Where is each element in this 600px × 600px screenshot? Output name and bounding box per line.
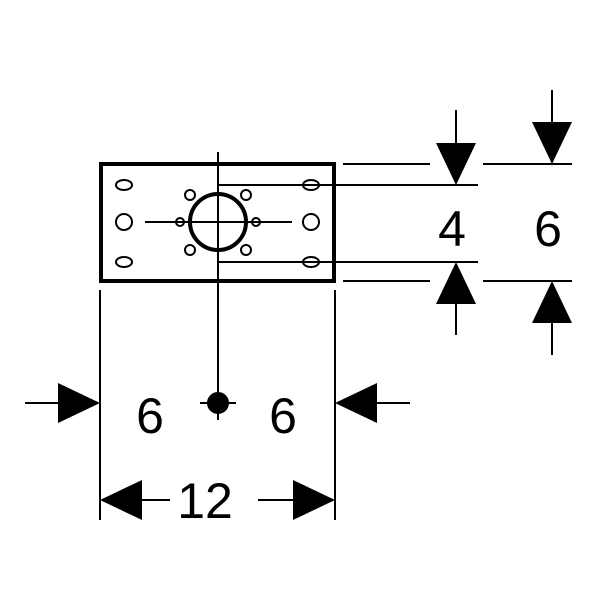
dimension-inner-height: 4	[438, 201, 466, 257]
arrow-up-icon	[436, 262, 476, 304]
arrow-down-icon	[436, 143, 476, 185]
arrow-left-icon	[100, 480, 142, 520]
dimension-right-half: 6	[269, 388, 297, 444]
arrow-right-icon	[293, 480, 335, 520]
arrow-up-icon	[532, 281, 572, 323]
dimension-total-width: 12	[177, 473, 233, 529]
dimension-outer-height: 6	[534, 201, 562, 257]
dimension-left-half: 6	[136, 388, 164, 444]
arrow-down-icon	[532, 122, 572, 164]
side-holes	[115, 213, 320, 231]
dimension-arrows	[58, 122, 572, 520]
arrow-left-icon	[335, 383, 377, 423]
arrow-right-icon	[58, 383, 100, 423]
